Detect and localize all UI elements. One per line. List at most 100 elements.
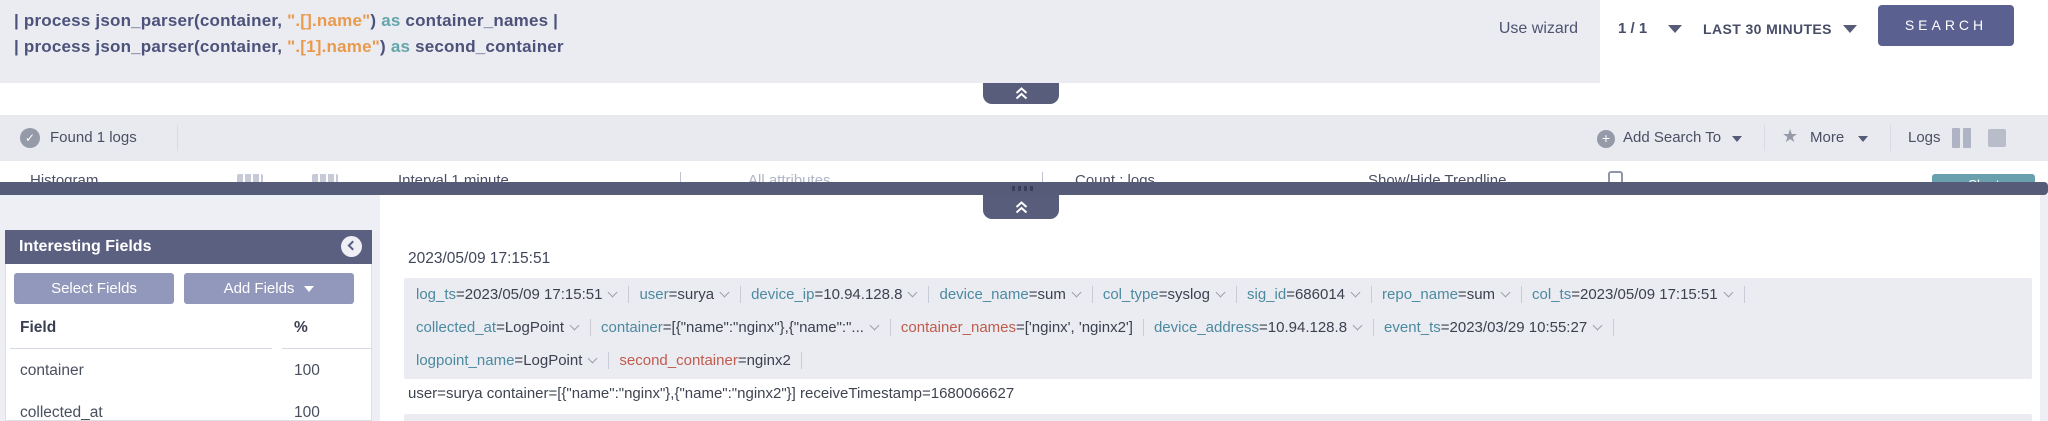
divider <box>800 352 802 369</box>
search-button[interactable]: SEARCH <box>1878 5 2014 46</box>
divider <box>1521 286 1523 303</box>
double-chevron-up-icon <box>1015 200 1027 213</box>
raw-log-message: user=surya container=[{"name":"nginx"},{… <box>408 385 1015 402</box>
divider <box>1373 319 1375 336</box>
field-name[interactable]: collected_at <box>20 404 103 421</box>
log-field-col_ts[interactable]: col_ts=2023/05/09 17:15:51 <box>1532 286 1734 303</box>
log-field-row: logpoint_name=LogPoint second_container=n… <box>404 344 2032 377</box>
chevron-down-icon <box>1500 287 1511 298</box>
log-field-logpoint_name[interactable]: logpoint_name=LogPoint <box>416 352 598 369</box>
chevron-left-icon <box>347 240 358 251</box>
divider <box>177 125 178 151</box>
log-timestamp: 2023/05/09 17:15:51 <box>408 250 551 267</box>
add-fields-button[interactable]: Add Fields <box>184 273 354 304</box>
log-field-repo_name[interactable]: repo_name=sum <box>1382 286 1511 303</box>
logs-view-label: Logs <box>1908 129 1941 146</box>
add-search-to-button[interactable]: Add Search To <box>1623 129 1722 146</box>
interesting-fields-panel: Interesting Fields Select Fields Add Fie… <box>5 230 372 421</box>
chevron-down-icon <box>607 287 618 298</box>
add-fields-caret-icon <box>304 286 315 293</box>
divider <box>1042 172 1043 189</box>
time-range-selector[interactable]: LAST 30 MINUTES <box>1703 21 1832 37</box>
pagination-label: 1 / 1 <box>1618 20 1648 37</box>
collapse-panel-button[interactable] <box>341 236 362 257</box>
log-field-user[interactable]: user=surya <box>639 286 730 303</box>
divider <box>740 286 742 303</box>
log-field-log_ts[interactable]: log_ts=2023/05/09 17:15:51 <box>416 286 618 303</box>
pagination-dropdown-caret-icon[interactable] <box>1668 25 1682 33</box>
field-column-header: Field <box>20 319 57 336</box>
chevron-down-icon <box>1215 287 1226 298</box>
chevron-down-icon <box>719 287 730 298</box>
query-line: | process json_parser(container, ".[].na… <box>14 11 559 30</box>
log-results-panel: 2023/05/09 17:15:51 log_ts=2023/05/09 17… <box>380 195 2040 421</box>
divider <box>1764 125 1765 151</box>
chevron-down-icon <box>1350 287 1361 298</box>
chevron-down-icon <box>569 320 580 331</box>
query-text: | process json_parser(container, ".[].na… <box>14 8 564 60</box>
divider <box>628 286 630 303</box>
chevron-down-icon <box>1071 287 1082 298</box>
log-field-collected_at[interactable]: collected_at=LogPoint <box>416 319 580 336</box>
plus-circle-icon[interactable]: + <box>1597 130 1615 148</box>
chevron-down-icon <box>869 320 880 331</box>
interesting-field-row: collected_at 100 <box>6 395 371 421</box>
log-field-second_container[interactable]: second_container=nginx2 <box>619 352 791 369</box>
chevron-down-icon <box>1352 320 1363 331</box>
log-field-container[interactable]: container=[{"name":"nginx"},{"name":"... <box>601 319 880 336</box>
search-query-input[interactable]: | process json_parser(container, ".[].na… <box>0 0 1600 83</box>
use-wizard-link[interactable]: Use wizard <box>1498 20 1578 37</box>
divider <box>10 348 272 349</box>
field-percent: 100 <box>294 362 320 379</box>
divider <box>1613 319 1615 336</box>
log-fields-box: log_ts=2023/05/09 17:15:51 user=surya devi… <box>404 278 2032 379</box>
collapse-histogram-pill[interactable] <box>983 195 1059 219</box>
log-field-col_type[interactable]: col_type=syslog <box>1103 286 1226 303</box>
field-percent: 100 <box>294 404 320 421</box>
divider <box>1142 319 1144 336</box>
interesting-fields-list: container 100 collected_at 100 <box>6 353 371 421</box>
log-field-row: log_ts=2023/05/09 17:15:51 user=surya devi… <box>404 278 2032 311</box>
divider <box>590 319 592 336</box>
chevron-down-icon <box>587 353 598 364</box>
select-fields-button[interactable]: Select Fields <box>14 273 174 304</box>
drag-grip-icon[interactable] <box>1012 186 1033 191</box>
divider <box>889 319 891 336</box>
star-icon[interactable]: ★ <box>1782 126 1799 146</box>
found-logs-count: Found 1 logs <box>50 129 137 146</box>
columns-view-icon[interactable] <box>1952 128 1973 148</box>
grid-view-icon[interactable] <box>1988 129 2006 147</box>
log-field-device_address[interactable]: device_address=10.94.128.8 <box>1154 319 1363 336</box>
log-field-device_name[interactable]: device_name=sum <box>939 286 1082 303</box>
field-name[interactable]: container <box>20 362 84 379</box>
divider <box>928 286 930 303</box>
log-field-row: collected_at=LogPoint container=[{"name":… <box>404 311 2032 344</box>
divider <box>1890 125 1891 151</box>
divider <box>282 348 371 349</box>
collapse-query-pill[interactable] <box>983 83 1059 104</box>
percent-column-header: % <box>294 319 308 336</box>
divider <box>680 172 681 189</box>
query-line: | process json_parser(container, ".[1].n… <box>14 37 564 56</box>
divider <box>1091 286 1093 303</box>
interesting-fields-header: Interesting Fields <box>5 230 372 264</box>
log-field-container_names[interactable]: container_names=['nginx', 'nginx2'] <box>900 319 1133 336</box>
log-field-event_ts[interactable]: event_ts=2023/03/29 10:55:27 <box>1384 319 1603 336</box>
divider <box>1743 286 1745 303</box>
time-range-caret-icon[interactable] <box>1843 25 1857 33</box>
divider <box>1371 286 1373 303</box>
more-button[interactable]: More <box>1810 129 1845 146</box>
chevron-down-icon <box>1592 320 1603 331</box>
add-search-to-caret-icon[interactable] <box>1732 136 1742 142</box>
log-field-sig_id[interactable]: sig_id=686014 <box>1247 286 1361 303</box>
chevron-down-icon <box>908 287 918 298</box>
check-circle-icon: ✓ <box>20 128 40 148</box>
next-log-fields-box-edge <box>404 414 2032 421</box>
add-fields-label: Add Fields <box>223 280 295 297</box>
more-caret-icon[interactable] <box>1858 136 1868 142</box>
double-chevron-up-icon <box>1015 87 1027 100</box>
results-bar: ✓ Found 1 logs + Add Search To ★ More Lo… <box>0 115 2048 161</box>
divider <box>608 352 610 369</box>
panel-title: Interesting Fields <box>19 238 152 255</box>
log-field-device_ip[interactable]: device_ip=10.94.128.8 <box>751 286 918 303</box>
